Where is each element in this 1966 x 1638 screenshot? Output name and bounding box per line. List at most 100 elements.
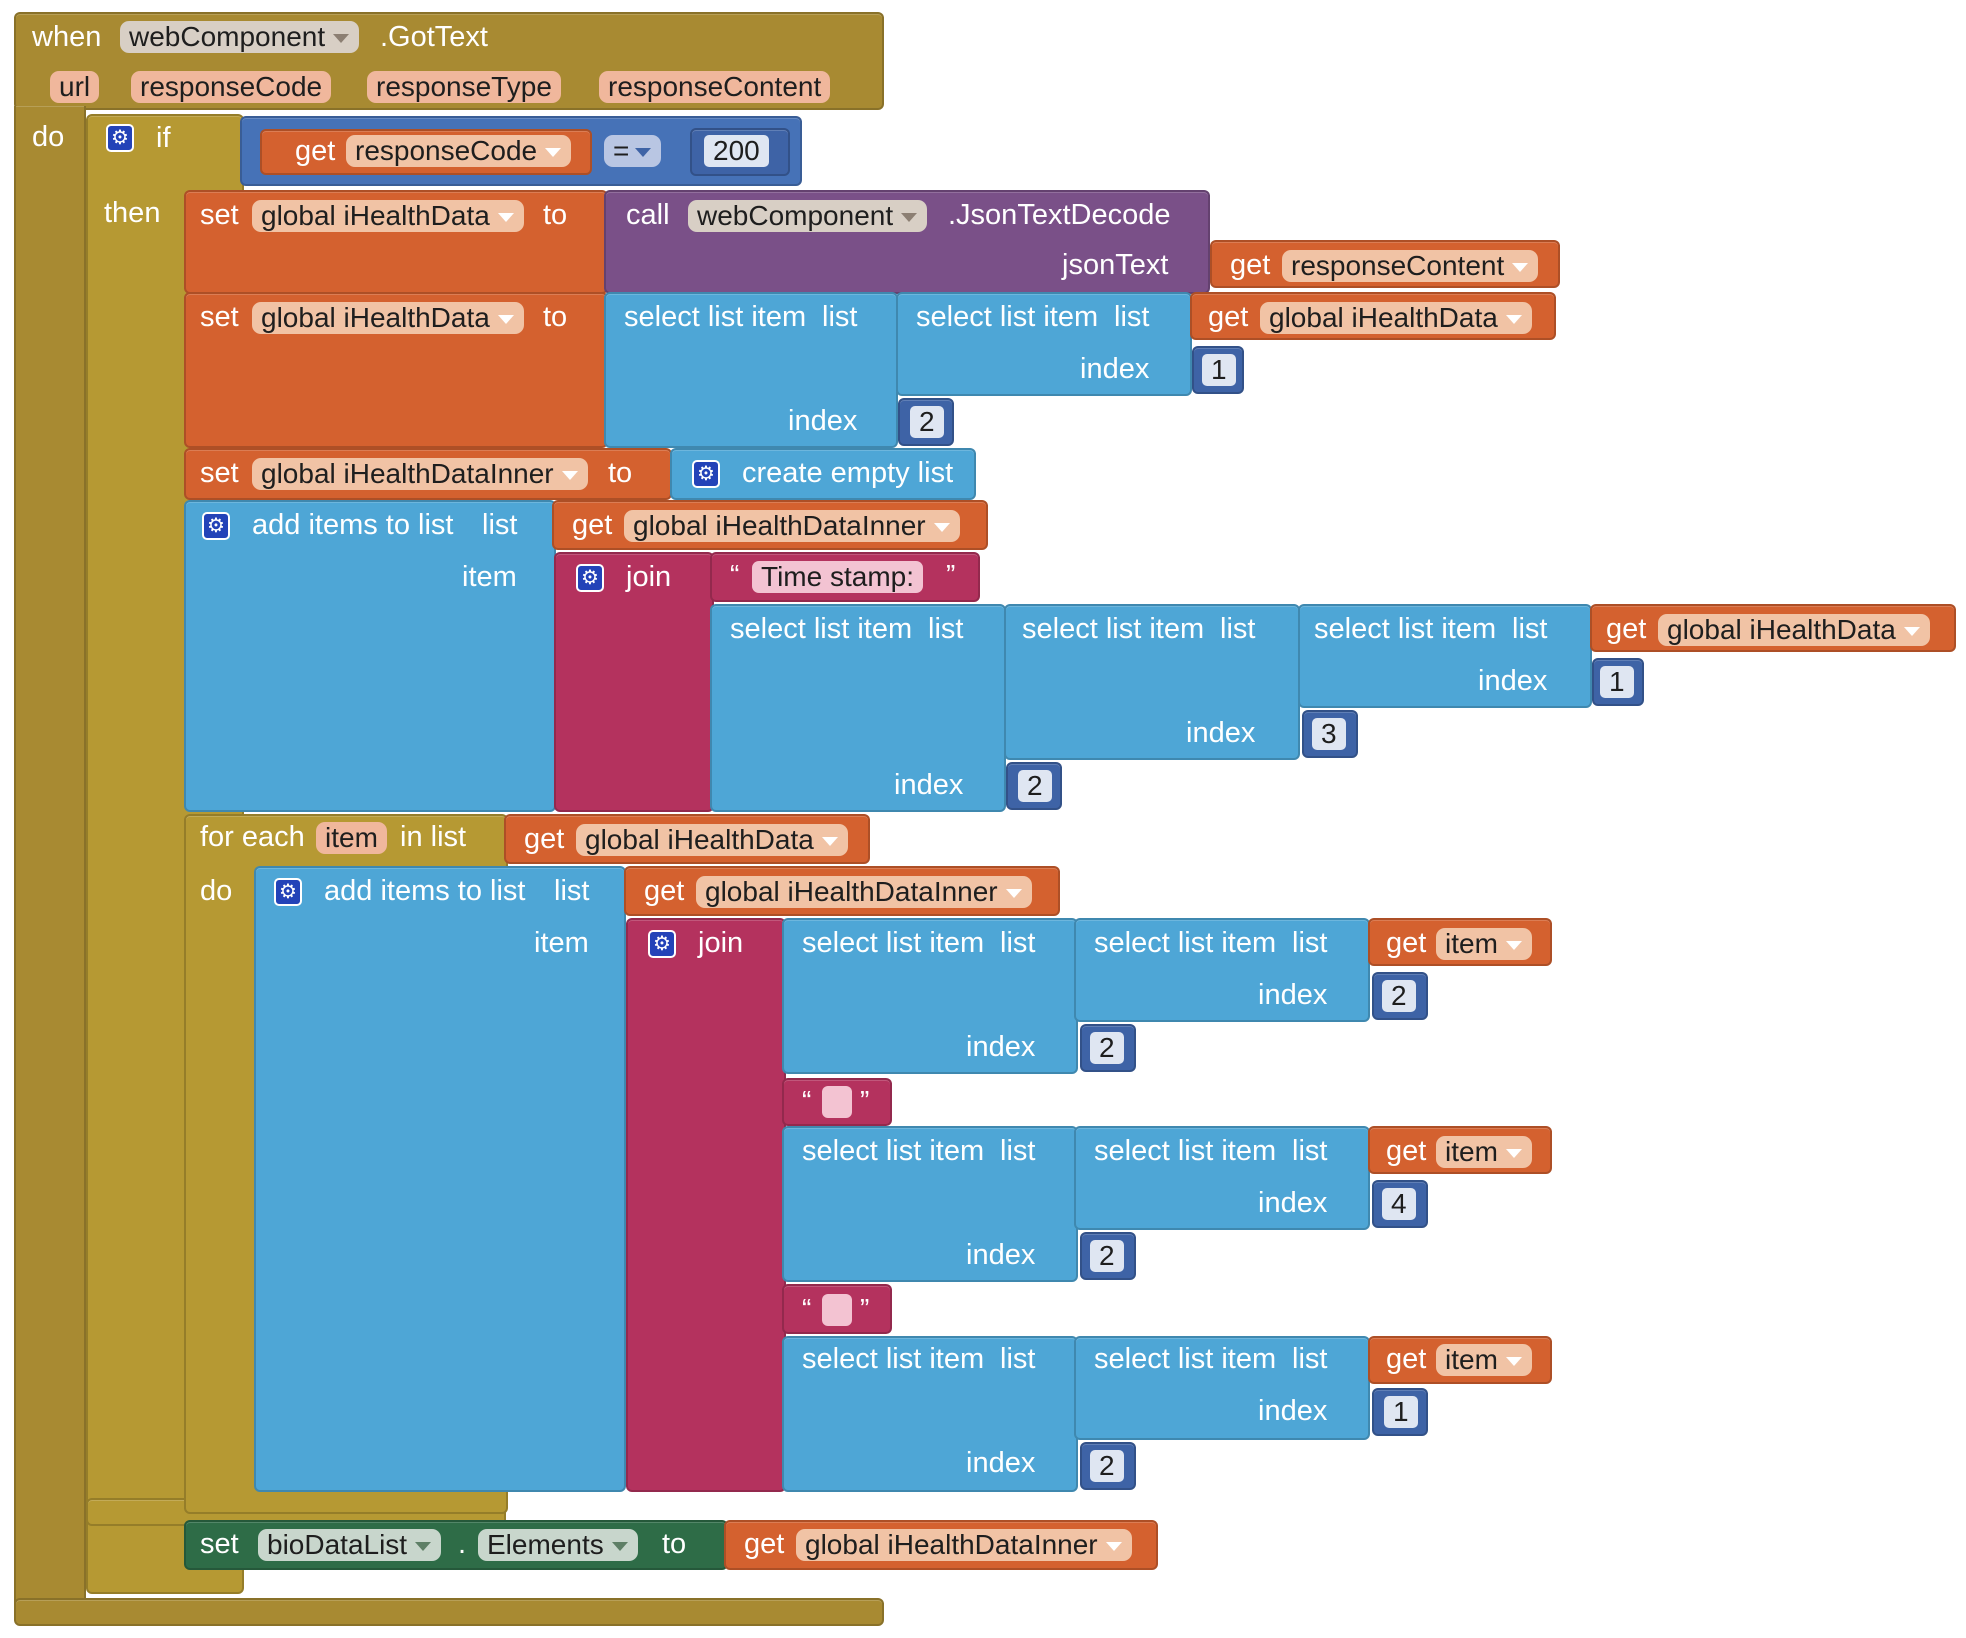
create-empty-list-label: create empty list [742,457,954,489]
gear-icon[interactable]: ⚙ [576,564,604,592]
gear-icon[interactable]: ⚙ [202,512,230,540]
var-dropdown-ihealthdata[interactable]: global iHealthData [252,200,524,232]
var-dropdown-response-content[interactable]: responseContent [1282,250,1539,282]
number-value[interactable]: 2 [1018,770,1052,802]
list-label: list [1292,1135,1328,1167]
add-items-to-list-block[interactable] [184,500,556,812]
call-label: call [626,199,670,231]
list-label: list [1000,1343,1036,1375]
to-label: to [543,301,568,333]
close-quote: ” [860,1085,870,1116]
select-list-item-inner[interactable] [1298,604,1592,708]
select-list-item-label: select list item [1094,927,1277,959]
param-response-content[interactable]: responseContent [599,71,831,103]
select-list-item-inner[interactable] [896,292,1192,396]
index-label: index [894,769,964,801]
component-dropdown[interactable]: webComponent [120,21,360,53]
var-dropdown-item[interactable]: item [1436,1136,1532,1168]
open-quote: “ [802,1293,812,1324]
number-value[interactable]: 3 [1312,718,1346,750]
close-quote: ” [860,1293,870,1324]
text-field-blank[interactable] [822,1294,852,1326]
index-label: index [1478,665,1548,697]
text-field-blank[interactable] [822,1086,852,1118]
var-dropdown-ihealthdatainner[interactable]: global iHealthDataInner [624,510,960,542]
var-dropdown-item[interactable]: item [1436,1344,1532,1376]
var-dropdown-ihealthdatainner[interactable]: global iHealthDataInner [252,458,588,490]
to-label: to [662,1528,687,1560]
param-response-code[interactable]: responseCode [131,71,332,103]
select-list-item-outer[interactable] [782,1126,1078,1282]
get-label: get [524,823,565,855]
add-items-to-list-block-loop[interactable] [254,866,626,1492]
in-list-label: in list [400,821,467,853]
number-value[interactable]: 4 [1382,1188,1416,1220]
select-list-item-label: select list item [1314,613,1497,645]
for-each-label: for each [200,821,305,853]
select-list-item-label: select list item [802,1135,985,1167]
do-label: do [200,875,233,907]
create-empty-list-block[interactable] [670,448,976,500]
dot-label: . [458,1528,467,1560]
var-dropdown-ihealthdata[interactable]: global iHealthData [252,302,524,334]
component-dropdown-biodatalist[interactable]: bioDataList [258,1529,442,1561]
property-dropdown-elements[interactable]: Elements [478,1529,638,1561]
number-200[interactable]: 200 [704,135,769,167]
var-dropdown-ihealthdatainner[interactable]: global iHealthDataInner [696,876,1032,908]
param-response-type[interactable]: responseType [367,71,561,103]
event-block-body [14,106,86,1626]
number-value[interactable]: 2 [910,406,944,438]
select-list-item-mid[interactable] [1004,604,1300,760]
gear-icon[interactable]: ⚙ [648,930,676,958]
get-label: get [1386,1343,1427,1375]
number-value[interactable]: 2 [1090,1032,1124,1064]
index-label: index [1080,353,1150,385]
list-label: list [1512,613,1548,645]
list-label: list [554,875,590,907]
list-label: list [482,509,518,541]
gear-icon[interactable]: ⚙ [692,460,720,488]
select-list-item-outer[interactable] [710,604,1006,812]
get-label: get [1386,927,1427,959]
var-dropdown-ihealthdata[interactable]: global iHealthData [1658,614,1930,646]
var-dropdown-ihealthdata[interactable]: global iHealthData [1260,302,1532,334]
index-label: index [966,1447,1036,1479]
join-block-loop[interactable] [626,918,786,1492]
operator-dropdown[interactable]: = [604,135,662,167]
get-label: get [1230,249,1271,281]
gear-icon[interactable]: ⚙ [274,878,302,906]
param-url[interactable]: url [50,71,100,103]
get-label: get [744,1528,785,1560]
item-label: item [462,561,517,593]
number-value[interactable]: 1 [1384,1396,1418,1428]
var-dropdown-item[interactable]: item [1436,928,1532,960]
text-field-time-stamp[interactable]: Time stamp: [752,561,923,593]
number-value[interactable]: 1 [1202,354,1236,386]
gear-icon[interactable]: ⚙ [106,124,134,152]
loop-var-item[interactable]: item [316,822,387,854]
list-label: list [1000,1135,1036,1167]
join-label: join [626,561,672,593]
number-value[interactable]: 2 [1090,1450,1124,1482]
var-dropdown-ihealthdatainner[interactable]: global iHealthDataInner [796,1529,1132,1561]
var-dropdown-ihealthdata[interactable]: global iHealthData [576,824,848,856]
number-value[interactable]: 2 [1090,1240,1124,1272]
index-label: index [1258,1187,1328,1219]
when-label: when [32,21,102,53]
select-list-item-label: select list item [916,301,1099,333]
get-label: get [572,509,613,541]
select-list-item-label: select list item [624,301,807,333]
item-label: item [534,927,589,959]
number-value[interactable]: 1 [1600,666,1634,698]
var-dropdown-response-code[interactable]: responseCode [346,135,572,167]
list-label: list [1292,1343,1328,1375]
select-list-item-inner[interactable] [1074,1126,1370,1230]
number-value[interactable]: 2 [1382,980,1416,1012]
select-list-item-inner[interactable] [1074,918,1370,1022]
list-label: list [1000,927,1036,959]
add-items-label: add items to list [324,875,526,907]
select-list-item-inner[interactable] [1074,1336,1370,1440]
component-dropdown-decode[interactable]: webComponent [688,200,928,232]
join-block[interactable] [554,552,714,812]
